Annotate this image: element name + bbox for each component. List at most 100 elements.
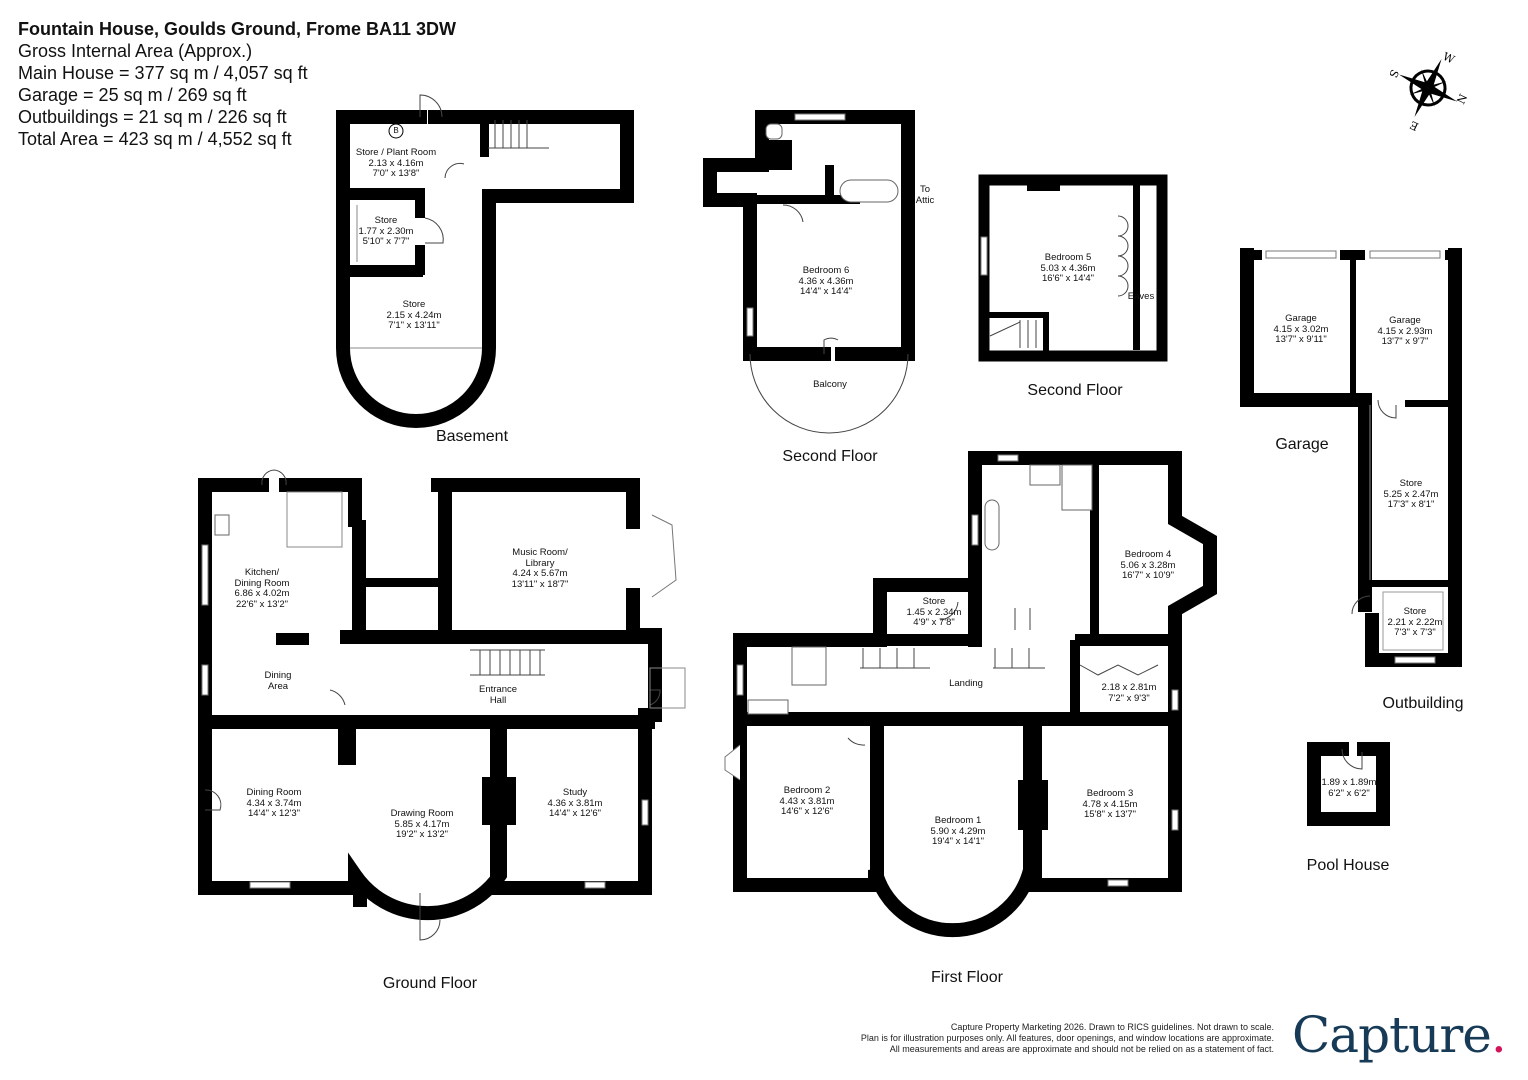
room-name: Garage <box>1389 315 1421 326</box>
area-garage: Garage = 25 sq m / 269 sq ft <box>18 85 247 105</box>
room-metric: 2.18 x 2.81m <box>1101 682 1157 693</box>
room-label: Dining Room 4.34 x 3.74m 14'4" x 12'3" <box>246 787 302 820</box>
second-floor-a-plan <box>703 110 915 434</box>
room-label: Store / Plant Room 2.13 x 4.16m 7'0" x 1… <box>355 147 437 180</box>
room-label: Garage 4.15 x 3.02m 13'7" x 9'11" <box>1274 313 1329 346</box>
room-name: Bedroom 4 <box>1124 549 1172 560</box>
room-imperial: 4'9" x 7'8" <box>913 617 955 628</box>
room-label-entrance-hall: Entrance Hall <box>478 684 518 706</box>
room-imperial: 14'6" x 12'6" <box>780 806 834 817</box>
room-metric: 4.15 x 2.93m <box>1377 325 1433 337</box>
room-label: Store 5.25 x 2.47m 17'3" x 8'1" <box>1384 478 1439 511</box>
room-name: Bedroom 1 <box>934 815 982 826</box>
room-name: Store <box>402 299 426 310</box>
floor-label-ground: Ground Floor <box>382 975 478 992</box>
second-floor-b-plan <box>978 174 1168 362</box>
basement-plan <box>336 94 634 428</box>
room-imperial: 7'3" x 7'3" <box>1394 627 1436 638</box>
room-label: Bedroom 6 4.36 x 4.36m 14'4" x 14'4" <box>798 265 854 298</box>
area-subtitle: Gross Internal Area (Approx.) <box>18 41 253 61</box>
room-label: Store 1.45 x 2.34m 4'9" x 7'8" <box>906 596 962 629</box>
room-label: Garage 4.15 x 2.93m 13'7" x 9'7" <box>1377 315 1433 348</box>
room-metric: 4.43 x 3.81m <box>779 795 835 807</box>
room-label: Kitchen/ Dining Room 6.86 x 4.02m 22'6" … <box>232 567 292 610</box>
room-label: Bedroom 2 4.43 x 3.81m 14'6" x 12'6" <box>779 785 835 818</box>
floor-label-first: First Floor <box>931 969 1003 986</box>
room-name: Dining Room <box>246 787 302 798</box>
room-metric: 2.21 x 2.22m <box>1387 616 1443 628</box>
room-label-landing: Landing <box>949 678 983 689</box>
room-name: Store <box>1399 478 1423 489</box>
ground-floor-plan <box>198 469 686 941</box>
header: Fountain House, Goulds Ground, Frome BA1… <box>18 18 456 150</box>
room-name: Store <box>922 596 946 607</box>
room-name: Bedroom 6 <box>802 265 850 276</box>
room-label: Study 4.36 x 3.81m 14'4" x 12'6" <box>548 787 603 820</box>
room-imperial: 13'7" x 9'11" <box>1275 334 1327 345</box>
room-imperial: 16'7" x 10'9" <box>1121 570 1175 581</box>
room-name: Store / Plant Room <box>355 147 437 158</box>
room-imperial: 19'4" x 14'1" <box>931 836 985 847</box>
floor-label-outbuilding: Outbuilding <box>1382 695 1464 712</box>
area-main-house: Main House = 377 sq m / 4,057 sq ft <box>18 63 308 83</box>
room-imperial: 14'4" x 14'4" <box>799 286 853 297</box>
room-imperial: 7'2" x 9'3" <box>1108 692 1150 704</box>
pool-house-plan <box>1307 742 1390 826</box>
room-label: Bedroom 5 5.03 x 4.36m 16'6" x 14'4" <box>1040 252 1096 285</box>
room-label-balcony: Balcony <box>813 379 847 390</box>
room-label: 1.89 x 1.89m 6'2" x 6'2" <box>1321 777 1377 799</box>
logo-text: Capture <box>1292 1006 1492 1064</box>
property-title: Fountain House, Goulds Ground, Frome BA1… <box>18 19 457 39</box>
compass-icon: W S N E <box>1386 50 1470 133</box>
room-imperial: 17'3" x 8'1" <box>1387 499 1435 510</box>
room-imperial: 22'6" x 13'2" <box>235 598 289 610</box>
room-name: Garage <box>1285 313 1317 324</box>
disclaimer-line: All measurements and areas are approxima… <box>889 1044 1274 1054</box>
room-label: Store 2.21 x 2.22m 7'3" x 7'3" <box>1387 606 1443 639</box>
room-name: Kitchen/ Dining Room <box>234 567 290 589</box>
room-metric: 1.77 x 2.30m <box>358 225 414 237</box>
room-imperial: 13'11" x 18'7" <box>511 578 569 590</box>
room-name: Store <box>374 215 398 226</box>
room-imperial: 19'2" x 13'2" <box>395 829 449 840</box>
room-metric: 1.45 x 2.34m <box>906 606 962 618</box>
area-outbuildings: Outbuildings = 21 sq m / 226 sq ft <box>18 107 287 127</box>
boiler-marker: B <box>393 126 399 135</box>
room-metric: 4.36 x 4.36m <box>798 275 854 287</box>
room-metric: 5.06 x 3.28m <box>1120 559 1176 571</box>
room-name: Bedroom 2 <box>783 785 831 796</box>
room-name: Bedroom 5 <box>1044 252 1092 263</box>
room-metric: 5.90 x 4.29m <box>930 825 986 837</box>
room-metric: 5.03 x 4.36m <box>1040 262 1096 274</box>
first-floor-plan <box>724 451 1217 938</box>
room-imperial: 7'1" x 13'11" <box>388 320 440 331</box>
room-label: Store 2.15 x 4.24m 7'1" x 13'11" <box>386 299 442 332</box>
floor-label-second-b: Second Floor <box>1027 382 1123 399</box>
room-label: 2.18 x 2.81m 7'2" x 9'3" <box>1101 682 1157 704</box>
floor-label-pool-house: Pool House <box>1306 857 1390 874</box>
room-metric: 4.78 x 4.15m <box>1082 798 1138 810</box>
capture-logo: Capture. <box>1292 1006 1507 1064</box>
garage-plan <box>1240 248 1462 667</box>
room-label: Bedroom 1 5.90 x 4.29m 19'4" x 14'1" <box>930 815 986 848</box>
room-label: Bedroom 4 5.06 x 3.28m 16'7" x 10'9" <box>1120 549 1176 582</box>
room-metric: 1.89 x 1.89m <box>1321 777 1377 788</box>
area-total: Total Area = 423 sq m / 4,552 sq ft <box>18 129 292 149</box>
room-metric: 5.85 x 4.17m <box>394 818 450 830</box>
room-imperial: 7'0" x 13'8" <box>372 168 420 179</box>
room-imperial: 14'4" x 12'3" <box>247 808 301 819</box>
room-imperial: 14'4" x 12'6" <box>548 808 602 819</box>
room-name: Store <box>1403 606 1427 617</box>
to-attic-annotation: To Attic <box>915 184 935 206</box>
floor-label-garage: Garage <box>1275 436 1329 453</box>
disclaimer-line: Capture Property Marketing 2026. Drawn t… <box>950 1022 1274 1032</box>
room-imperial: 16'6" x 14'4" <box>1041 273 1095 284</box>
room-name: Drawing Room <box>390 808 454 819</box>
room-imperial: 6'2" x 6'2" <box>1328 787 1370 799</box>
room-name: Study <box>562 787 588 798</box>
room-metric: 2.15 x 4.24m <box>386 309 442 321</box>
room-label-dining-area: Dining Area <box>264 670 292 692</box>
room-metric: 4.24 x 5.67m <box>512 568 568 579</box>
room-label-eaves: Eaves <box>1127 291 1155 302</box>
